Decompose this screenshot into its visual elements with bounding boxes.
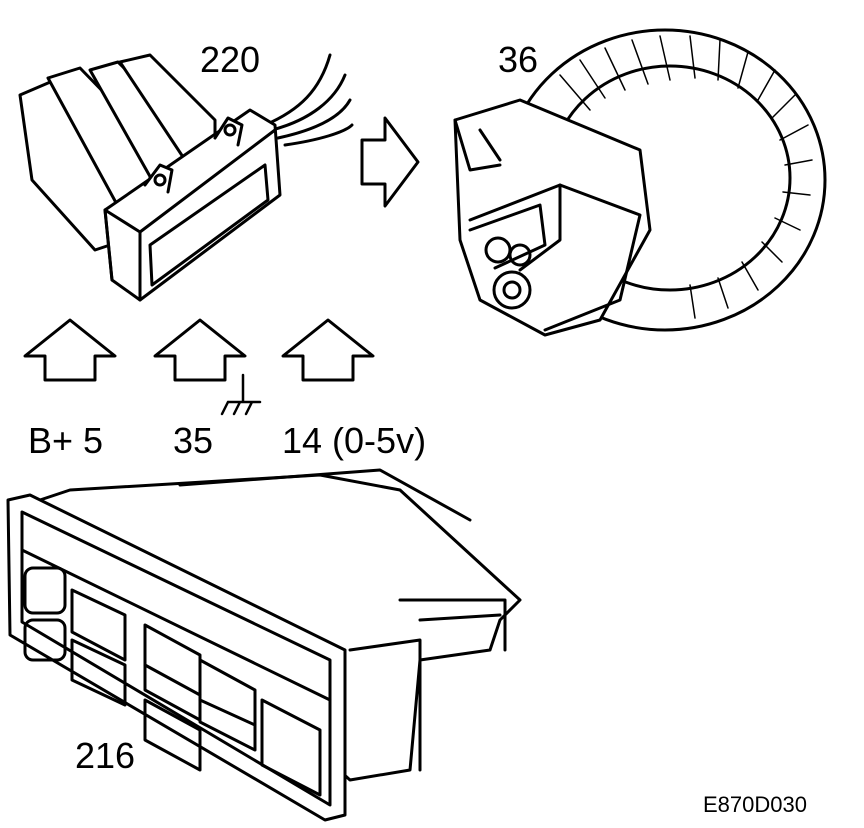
figure-code: E870D030 xyxy=(703,792,807,817)
label-pin-signal: 14 (0-5v) xyxy=(282,420,427,461)
resistor-clip xyxy=(213,116,244,147)
motor-shaft xyxy=(492,270,532,310)
arrow-up-icon xyxy=(281,318,375,382)
blower-fan-motor xyxy=(453,28,827,337)
blower-resistor-pack xyxy=(18,53,354,302)
resistor-clip xyxy=(143,163,174,194)
label-resistor: 220 xyxy=(200,39,261,80)
label-fan-motor: 36 xyxy=(498,39,539,80)
label-control-panel: 216 xyxy=(75,735,136,776)
ground-icon xyxy=(220,373,262,416)
resistor-wires xyxy=(263,53,354,147)
label-pin-b: B+ 5 xyxy=(28,420,104,461)
arrow-up-icon xyxy=(23,318,117,382)
arrow-up-icon xyxy=(153,318,247,382)
climate-control-panel xyxy=(6,468,522,822)
label-pin-ground: 35 xyxy=(173,420,214,461)
arrow-right-icon xyxy=(360,116,420,208)
